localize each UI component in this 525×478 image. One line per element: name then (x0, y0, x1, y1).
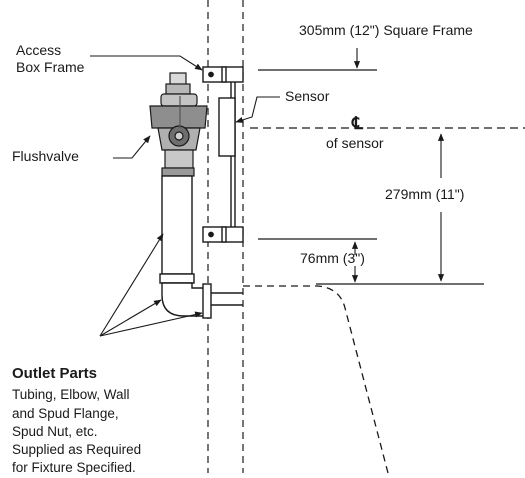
centerline-symbol: ℄ (352, 114, 363, 134)
fixture-outline (243, 285, 389, 473)
flushvalve-icon (149, 72, 208, 177)
square-frame-label: 305mm (12") Square Frame (299, 22, 473, 38)
reference-lines (250, 69, 525, 285)
outlet-parts-line: Spud Nut, etc. (12, 423, 98, 439)
outlet-parts-line: Supplied as Required (12, 442, 142, 458)
dimension-76mm-label: 76mm (3") (300, 250, 365, 266)
dimension-279mm-label: 279mm (11") (385, 186, 465, 202)
access-box-frame-label: Access Box Frame (16, 42, 85, 75)
outlet-parts-line: Tubing, Elbow, Wall (12, 387, 130, 403)
outlet-parts-line: for Fixture Specified. (12, 460, 136, 476)
of-sensor-label: of sensor (326, 135, 384, 151)
leader-lines (90, 55, 280, 337)
sensor-label: Sensor (285, 88, 330, 104)
dimension-arrows (351, 48, 445, 283)
outlet-parts-line: and Spud Flange, (12, 405, 119, 421)
outlet-parts-notes: Outlet Parts Tubing, Elbow, Wall and Spu… (12, 365, 141, 478)
flushvalve-label: Flushvalve (12, 148, 79, 164)
outlet-tubing (159, 175, 243, 319)
outlet-parts-title: Outlet Parts (12, 365, 98, 382)
sensor-housing (218, 97, 236, 157)
